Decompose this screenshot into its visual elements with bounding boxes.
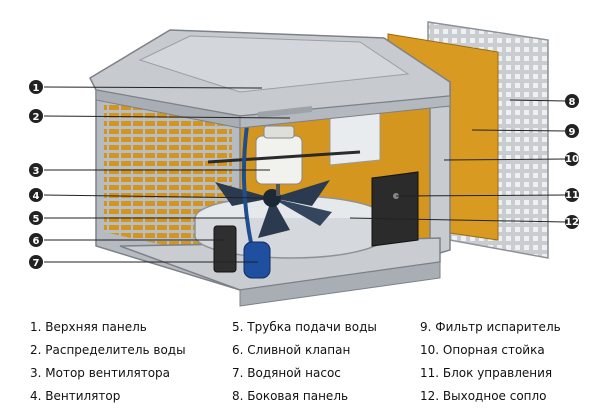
legend-item: 6. Сливной клапан (232, 343, 351, 357)
svg-text:10: 10 (565, 154, 579, 165)
legend-item: 7. Водяной насос (232, 366, 341, 380)
legend-column-3: 9. Фильтр испаритель 10. Опорная стойка … (420, 316, 561, 408)
callout-4: 4 (29, 188, 43, 202)
legend-item: 8. Боковая панель (232, 389, 349, 403)
water-distributor (258, 106, 312, 118)
legend-column-2: 5. Трубка подачи воды 6. Сливной клапан … (232, 316, 377, 408)
svg-text:2: 2 (33, 112, 40, 123)
leader-lines (43, 86, 567, 263)
water-pump (243, 241, 271, 279)
legend-item: 3. Мотор вентилятора (30, 366, 171, 380)
legend-item: 4. Вентилятор (30, 389, 121, 403)
legend-item: 2. Распределитель воды (30, 343, 186, 357)
legend-item: 11. Блок управления (420, 366, 553, 380)
cooler-diagram: 1 2 3 4 5 6 7 8 9 10 11 12 (29, 21, 579, 307)
fan-motor (207, 125, 361, 196)
parts-legend: 1. Верхняя панель 2. Распределитель воды… (0, 316, 600, 416)
legend-item: 5. Трубка подачи воды (232, 320, 377, 334)
callout-6: 6 (29, 233, 43, 247)
svg-text:8: 8 (569, 97, 576, 108)
legend-item: 1. Верхняя панель (30, 320, 147, 334)
callout-9: 9 (565, 124, 579, 138)
callout-11: 11 (565, 188, 579, 202)
svg-text:3: 3 (33, 166, 40, 177)
callout-8: 8 (565, 94, 579, 108)
top-panel (89, 29, 451, 129)
svg-text:11: 11 (565, 190, 579, 201)
callout-1: 1 (29, 80, 43, 94)
callout-10: 10 (565, 152, 579, 166)
svg-text:4: 4 (33, 191, 40, 202)
svg-text:6: 6 (33, 236, 40, 247)
legend-column-1: 1. Верхняя панель 2. Распределитель воды… (30, 316, 186, 408)
callout-12: 12 (565, 215, 579, 229)
callout-5: 5 (29, 211, 43, 225)
svg-text:9: 9 (569, 127, 576, 138)
legend-item: 10. Опорная стойка (420, 343, 545, 357)
svg-text:12: 12 (565, 217, 579, 228)
fan-shroud (194, 195, 386, 259)
svg-text:1: 1 (33, 83, 40, 94)
legend-item: 9. Фильтр испаритель (420, 320, 561, 334)
drain-valve (213, 225, 237, 273)
svg-text:5: 5 (33, 214, 40, 225)
callout-7: 7 (29, 255, 43, 269)
legend-item: 12. Выходное сопло (420, 389, 547, 403)
callout-2: 2 (29, 109, 43, 123)
control-box (371, 171, 419, 247)
svg-text:7: 7 (33, 258, 40, 269)
callout-3: 3 (29, 163, 43, 177)
